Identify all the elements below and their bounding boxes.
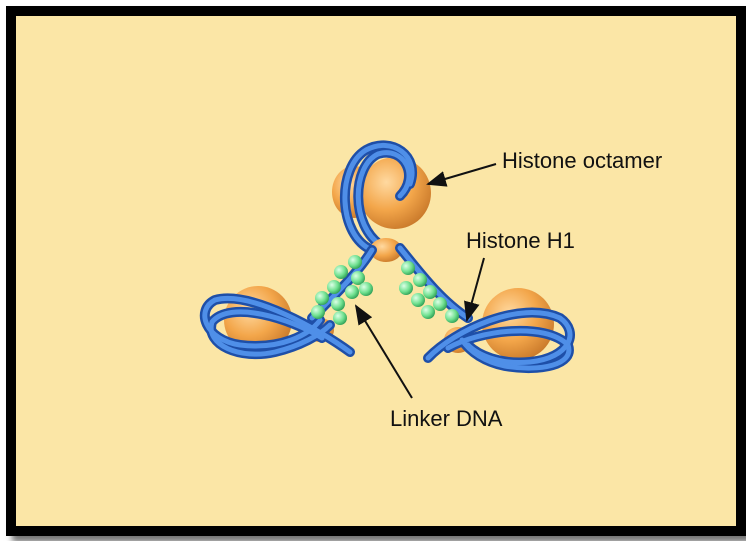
linker-proteins-left (311, 255, 373, 325)
label-linker-dna: Linker DNA (390, 406, 503, 431)
label-histone-h1: Histone H1 (466, 228, 575, 253)
arrow-linker-dna (354, 304, 413, 399)
arrow-histone-h1 (464, 257, 485, 322)
nucleosome-top (332, 140, 431, 262)
histone-h1-top (370, 238, 402, 262)
nucleosome-left (199, 286, 355, 360)
linker-proteins-right (399, 261, 459, 323)
arrow-histone-octamer (426, 163, 497, 187)
nucleosome-right (423, 288, 575, 374)
diagram-frame (6, 6, 746, 536)
label-histone-octamer: Histone octamer (502, 148, 662, 173)
histone-octamer-right (482, 288, 554, 360)
